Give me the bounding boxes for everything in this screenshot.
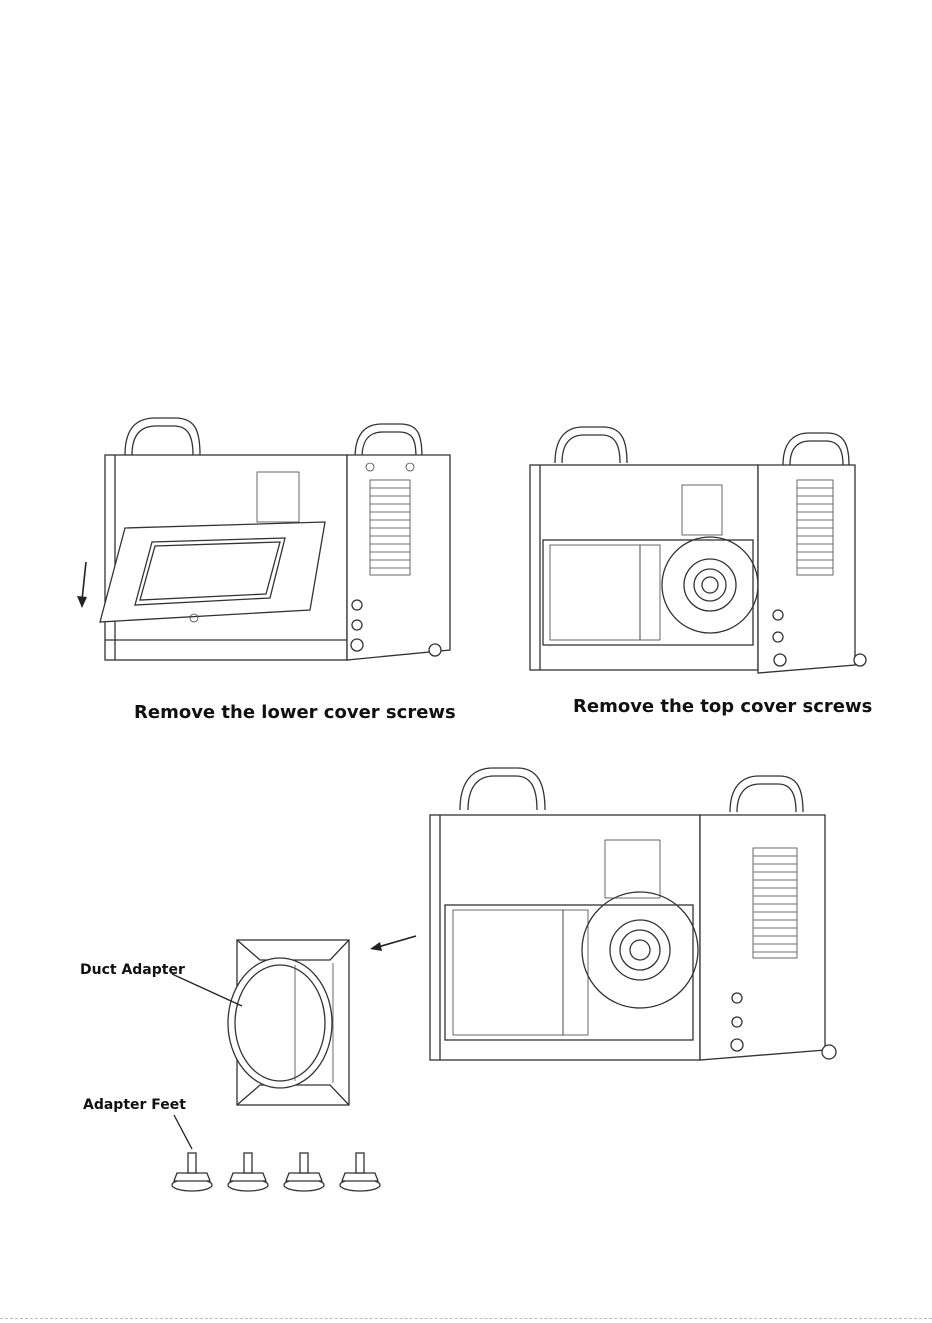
unit-illustration-top-cover — [525, 415, 885, 690]
duct-adapter-leader-line — [170, 972, 250, 1012]
adapter-foot — [228, 1153, 268, 1191]
caption-lower-cover: Remove the lower cover screws — [134, 702, 456, 723]
page-bottom-rule — [0, 1318, 932, 1319]
figure-duct-assembly-unit — [425, 760, 855, 1070]
down-arrow-icon — [74, 560, 94, 610]
duct-adapter-illustration — [215, 935, 360, 1110]
adapter-foot — [284, 1153, 324, 1191]
figure-lower-cover — [70, 410, 460, 680]
figure-top-cover — [525, 415, 885, 690]
adapter-feet-label: Adapter Feet — [83, 1097, 186, 1113]
unit-illustration-open — [425, 760, 855, 1070]
left-arrow-icon — [368, 932, 418, 954]
adapter-foot — [340, 1153, 380, 1191]
adapter-feet-illustration — [165, 1145, 385, 1195]
adapter-foot — [172, 1153, 212, 1191]
unit-illustration-lower-cover — [70, 410, 460, 680]
caption-top-cover: Remove the top cover screws — [573, 696, 872, 717]
